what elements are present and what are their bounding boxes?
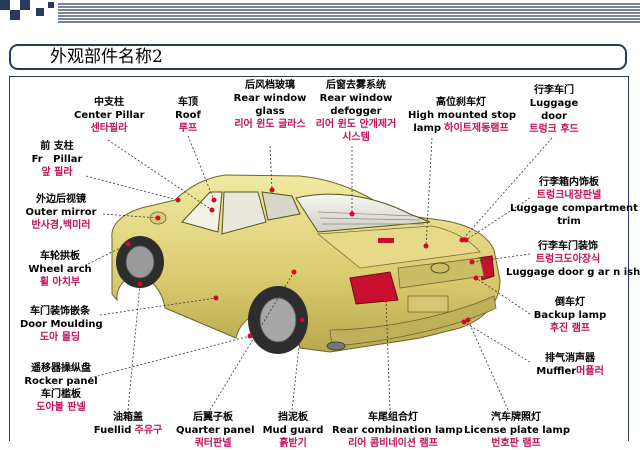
backup-lamp-kr: 후진 램프	[549, 323, 591, 334]
luggage-compartment-trim-en2: trim	[557, 216, 581, 227]
label-luggage-door-garnish: 行李车门装饰 트렁크도아장식 Luggage door g ar n ish	[506, 240, 640, 279]
luggage-door-garnish-zh: 行李车门装饰	[538, 241, 598, 252]
luggage-door-en1: Luggage	[529, 98, 579, 109]
mud-guard-zh: 挡泥板	[278, 412, 308, 423]
rear-window-defogger-zh: 后窗去雾系统	[326, 80, 386, 91]
front-pillar-kr: 앞 필라	[41, 167, 73, 178]
front-pillar-en: Fr Pillar	[31, 154, 83, 165]
label-center-pillar: 中支柱 Center Pillar 센타필라	[74, 96, 145, 135]
rear-window-glass-zh: 后风档玻璃	[245, 80, 295, 91]
door-moulding-en: Door Moulding	[20, 319, 103, 330]
quarter-window	[261, 191, 301, 221]
fuellid-kr: 주유구	[134, 425, 163, 436]
mud-guard-kr: 흙받기	[279, 438, 307, 449]
license-plate-lamp-en: License plate lamp	[464, 425, 570, 436]
outer-mirror-en: Outer mirror	[25, 207, 97, 218]
quarter-panel-en: Quarter panel	[176, 425, 255, 436]
muffler-kr: 머플러	[576, 366, 604, 377]
rear-window-defogger-en1: Rear window	[319, 93, 393, 104]
rear-window-glass-en1: Rear window	[233, 93, 307, 104]
rear-combination-lamp-en: Rear combination lamp	[332, 425, 463, 436]
content-frame	[9, 76, 629, 441]
backup-lamp-zh: 倒车灯	[555, 297, 585, 308]
rear-window-glass-kr: 리어 윈도 글라스	[234, 119, 306, 130]
label-rear-window-glass: 后风档玻璃 Rear window glass 리어 윈도 글라스	[222, 79, 318, 131]
luggage-door-garnish-en: Luggage door g ar n ish	[506, 267, 640, 278]
label-mud-guard: 挡泥板 Mud guard 흙받기	[262, 411, 324, 450]
label-luggage-door: 行李车门 Luggage door 트렁크 후드	[522, 84, 586, 136]
wheel-arch-kr: 휠 아치부	[39, 277, 81, 288]
label-rear-combination-lamp: 车尾组合灯 Rear combination lamp 리어 콤비네이션 램프	[332, 411, 463, 450]
center-pillar-kr: 센타필라	[90, 123, 128, 134]
label-door-moulding: 车门装饰嵌条 Door Moulding 도아 몰딩	[20, 305, 103, 344]
rear-side-window	[221, 191, 267, 235]
label-backup-lamp: 倒车灯 Backup lamp 후진 램프	[530, 296, 610, 335]
center-pillar-zh: 中支柱	[94, 97, 124, 108]
high-mounted-stop-lamp-zh: 高位刹车灯	[436, 97, 486, 108]
header-pattern	[0, 0, 640, 26]
rocker-panel-zh2: 车门槛板	[41, 389, 81, 400]
label-high-mounted-stop-lamp: 高位刹车灯 High mounted stop lamp 하이트제동램프	[408, 96, 517, 135]
fuellid-en: Fuellid	[93, 425, 132, 436]
muffler-en: Muffler	[536, 366, 577, 377]
title-box	[9, 44, 627, 70]
rear-window	[295, 193, 431, 233]
label-muffler: 排气消声器 Muffler머플러	[530, 352, 610, 378]
luggage-compartment-trim-zh: 行李箱内饰板	[539, 177, 599, 188]
high-stop-lamp-shape	[378, 238, 394, 243]
roof-zh: 车顶	[178, 97, 198, 108]
center-pillar-en: Center Pillar	[74, 110, 145, 121]
rear-window-glass-en2: glass	[255, 106, 285, 117]
front-pillar-zh: 前 支柱	[40, 141, 74, 152]
muffler-zh: 排气消声器	[545, 353, 595, 364]
label-outer-mirror: 外边后视镜 Outer mirror 반사경,백미러	[20, 193, 102, 232]
quarter-panel-kr: 쿼터판넬	[194, 438, 232, 449]
label-front-pillar: 前 支柱 Fr Pillar 앞 필라	[24, 140, 90, 179]
door-moulding-zh: 车门装饰嵌条	[30, 306, 90, 317]
label-quarter-panel: 后翼子板 Quarter panel 쿼터판넬	[176, 411, 255, 450]
rear-combination-lamp-zh: 车尾组合灯	[368, 412, 418, 423]
door-moulding-kr: 도아 몰딩	[39, 332, 81, 343]
label-wheel-arch: 车轮拱板 Wheel arch 휠 아치부	[26, 250, 94, 289]
quarter-panel-zh: 后翼子板	[193, 412, 233, 423]
rear-window-defogger-en2: defogger	[330, 106, 382, 117]
rear-lamp-left	[349, 271, 399, 305]
label-license-plate-lamp: 汽车牌照灯 License plate lamp 번호판 램프	[464, 411, 570, 450]
outer-mirror-kr: 반사경,백미러	[31, 220, 91, 231]
rear-combination-lamp-kr: 리어 콤비네이션 램프	[348, 438, 438, 449]
rocker-panel-kr: 도아볼 판넬	[36, 402, 86, 413]
roof-en: Roof	[175, 110, 201, 121]
outer-mirror-zh: 外边后视镜	[36, 194, 86, 205]
luggage-compartment-trim-kr: 트렁크내장판넬	[536, 190, 602, 201]
fuellid-zh: 油箱盖	[113, 412, 143, 423]
label-rear-window-defogger: 后窗去雾系统 Rear window defogger 리어 윈도 안개제거 시…	[310, 79, 402, 144]
wheel-arch-zh: 车轮拱板	[40, 251, 80, 262]
rocker-panel-zh: 遥移器操纵盘	[31, 363, 91, 374]
license-plate-lamp-zh: 汽车牌照灯	[491, 412, 541, 423]
luggage-compartment-trim-en1: Luggage compartment	[510, 203, 638, 214]
label-rocker-panel: 遥移器操纵盘 Rocker panel 车门槛板 도아볼 판넬	[20, 362, 102, 414]
wheel-arch-en: Wheel arch	[28, 264, 92, 275]
luggage-door-garnish-kr: 트렁크도아장식	[535, 254, 601, 265]
label-luggage-compartment-trim: 行李箱内饰板 트렁크내장판넬 Luggage compartment trim	[510, 176, 638, 228]
high-mounted-stop-lamp-kr: 하이트제동램프	[444, 123, 509, 134]
rear-window-defogger-kr2: 시스템	[342, 132, 370, 143]
luggage-door-kr: 트렁크 후드	[529, 124, 579, 135]
page-title: 外观部件名称2	[50, 47, 163, 67]
license-plate-lamp-kr: 번호판 램프	[491, 438, 541, 449]
mud-guard-en: Mud guard	[262, 425, 324, 436]
rocker-panel-en: Rocker panel	[24, 376, 98, 387]
high-mounted-stop-lamp-en1: High mounted stop	[408, 110, 517, 121]
luggage-door-zh: 行李车门	[534, 85, 574, 96]
backup-lamp-en: Backup lamp	[533, 310, 607, 321]
label-roof: 车顶 Roof 루프	[170, 96, 206, 135]
front-side-window	[181, 191, 223, 233]
roof-kr: 루프	[178, 123, 198, 134]
luggage-door-en2: door	[541, 111, 567, 122]
rear-window-defogger-kr1: 리어 윈도 안개제거	[315, 119, 397, 130]
label-fuellid: 油箱盖 Fuellid 주유구	[92, 411, 164, 437]
high-mounted-stop-lamp-en2: lamp	[413, 123, 442, 134]
